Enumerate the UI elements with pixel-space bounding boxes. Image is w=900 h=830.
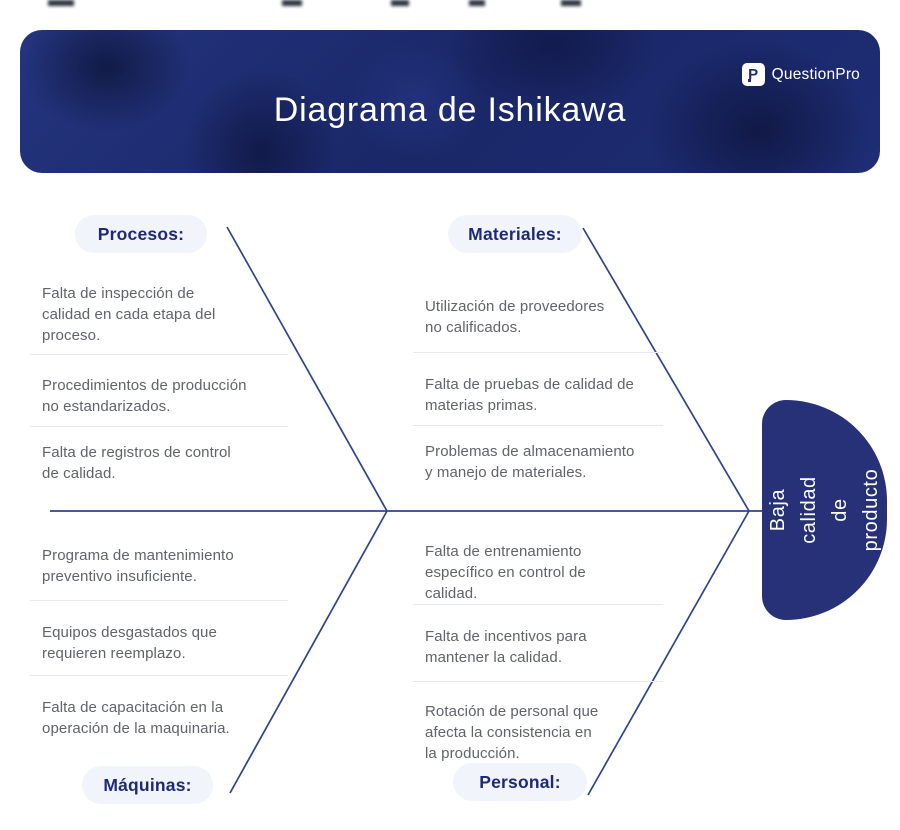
questionpro-logo[interactable]: P QuestionPro xyxy=(741,63,860,86)
category-label: Personal: xyxy=(479,771,561,792)
top-edge-artifact xyxy=(391,0,409,6)
cause-item: Falta de inspección de calidad en cada e… xyxy=(30,283,288,355)
cause-item: Falta de capacitación en la operación de… xyxy=(42,699,230,737)
category-pill-materiales: Materiales: xyxy=(448,215,582,253)
category-label: Máquinas: xyxy=(103,774,192,795)
top-edge-artifact xyxy=(282,0,302,6)
category-pill-personal: Personal: xyxy=(453,763,587,801)
causes-personal: Falta de entrenamiento específico en con… xyxy=(413,541,663,764)
cause-item: Falta de incentivos para mantener la cal… xyxy=(413,605,663,682)
cause-item: Falta de entrenamiento específico en con… xyxy=(413,541,663,605)
causes-materiales: Utilización de proveedores no calificado… xyxy=(413,296,663,483)
header-banner: Diagrama de Ishikawa P QuestionPro xyxy=(20,30,880,173)
effect-head: Baja calidad de producto xyxy=(762,400,887,620)
cause-item: Falta de registros de control de calidad… xyxy=(42,444,231,482)
top-edge-artifact xyxy=(469,0,485,6)
logo-dot xyxy=(747,79,751,82)
causes-maquinas: Programa de mantenimiento preventivo ins… xyxy=(30,545,288,739)
brand-name: QuestionPro xyxy=(771,65,860,83)
questionpro-logo-icon: P xyxy=(741,63,765,86)
top-edge-artifact xyxy=(48,0,74,6)
cause-item: Utilización de proveedores no calificado… xyxy=(413,296,663,353)
effect-label: Baja calidad de producto xyxy=(766,468,882,552)
cause-item: Programa de mantenimiento preventivo ins… xyxy=(30,545,288,601)
category-label: Materiales: xyxy=(468,223,562,244)
logo-letter: P xyxy=(748,66,759,83)
cause-item: Rotación de personal que afecta la consi… xyxy=(425,703,599,762)
cause-item: Falta de pruebas de calidad de materias … xyxy=(413,353,663,426)
category-pill-procesos: Procesos: xyxy=(75,215,207,253)
top-edge-artifact xyxy=(561,0,581,6)
causes-procesos: Falta de inspección de calidad en cada e… xyxy=(30,283,288,484)
category-pill-maquinas: Máquinas: xyxy=(82,766,213,804)
cause-item: Problemas de almacenamiento y manejo de … xyxy=(425,443,635,481)
category-label: Procesos: xyxy=(97,223,185,244)
cause-item: Equipos desgastados que requieren reempl… xyxy=(30,601,288,676)
cause-item: Procedimientos de producción no estandar… xyxy=(30,355,288,427)
page-title: Diagrama de Ishikawa xyxy=(273,91,627,129)
